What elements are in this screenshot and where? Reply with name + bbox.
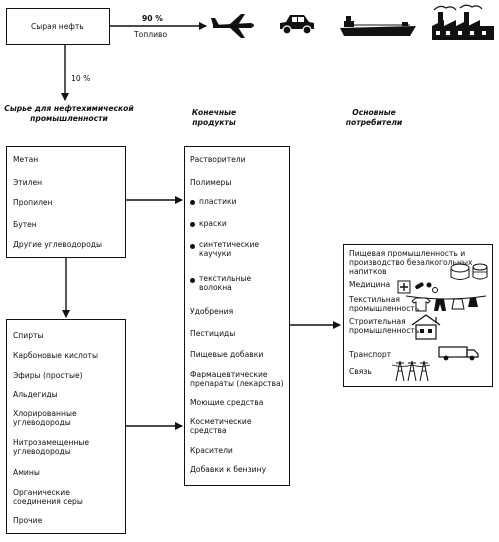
raw-item-nitro: Нитрозамещенные углеводороды xyxy=(13,438,90,456)
product-dyes: Красители xyxy=(190,446,233,455)
raw-item-ethers: Эфиры (простые) xyxy=(13,371,83,380)
product-paints: краски xyxy=(199,219,227,228)
consumer-food-industry: Пищевая промышленность и производство бе… xyxy=(349,249,473,276)
raw-item-sulfur-compounds: Органические соединения серы xyxy=(13,488,83,506)
bullet-icon xyxy=(190,199,195,205)
product-fibers: текстильные волокна xyxy=(199,274,252,292)
crude-oil-label: Сырая нефть xyxy=(31,22,84,31)
house-icon xyxy=(411,314,441,340)
fuel-percent: 90 % xyxy=(142,14,163,23)
medicine-icon xyxy=(397,280,438,294)
raw-item-amines: Амины xyxy=(13,468,40,477)
product-fertilizers: Удобрения xyxy=(190,307,234,316)
raw-item-chlorinated: Хлорированные углеводороды xyxy=(13,409,77,427)
product-food-additives: Пищевые добавки xyxy=(190,350,264,359)
communication-pylon-icon xyxy=(392,360,430,382)
product-cosmetics: Косметические средства xyxy=(190,417,252,435)
fuel-label: Топливо xyxy=(134,30,168,39)
ship-icon xyxy=(340,16,416,36)
consumer-transport: Транспорт xyxy=(349,350,392,359)
header-consumers: Основные потребители xyxy=(345,108,403,127)
feedstock-percent: 10 % xyxy=(71,74,91,83)
product-plastics-item: пластики xyxy=(190,197,237,206)
product-pesticides: Пестициды xyxy=(190,329,236,338)
end-products-box: Растворители Полимеры пластики краски си… xyxy=(184,146,290,486)
raw-item-other-hydrocarbons: Другие углеводороды xyxy=(13,240,102,249)
consumer-construction: Строительная промышленность xyxy=(349,317,420,335)
product-pharmaceuticals: Фармацевтические препараты (лекарства) xyxy=(190,370,284,388)
raw-item-ethylene: Этилен xyxy=(13,178,43,187)
consumer-textile: Текстильная промышленность xyxy=(349,295,420,313)
crude-oil-box: Сырая нефть xyxy=(6,8,110,45)
bullet-icon xyxy=(190,244,195,249)
raw-hydrocarbons-box: Метан Этилен Пропилен Бутен Другие углев… xyxy=(6,146,126,258)
raw-item-butene: Бутен xyxy=(13,220,37,229)
raw-item-propylene: Пропилен xyxy=(13,198,53,207)
raw-item-carboxylic-acids: Карбоновые кислоты xyxy=(13,351,98,360)
consumers-box: Пищевая промышленность и производство бе… xyxy=(343,244,493,387)
product-polymers: Полимеры xyxy=(190,178,232,187)
product-rubbers: синтетические каучуки xyxy=(199,240,260,258)
product-detergents: Моющие средства xyxy=(190,398,264,407)
bullet-icon xyxy=(190,278,195,283)
raw-item-aldehydes: Альдегиды xyxy=(13,390,58,399)
header-end-products: Конечные продукты xyxy=(191,108,237,127)
header-raw-materials: Сырье для нефтехимической промышленности xyxy=(4,104,134,123)
bullet-icon xyxy=(190,221,195,227)
factory-icon xyxy=(432,4,494,40)
clothes-icon xyxy=(406,295,487,312)
product-solvents: Растворители xyxy=(190,155,246,164)
raw-derivatives-box: Спирты Карбоновые кислоты Эфиры (простые… xyxy=(6,319,126,534)
consumer-medicine: Медицина xyxy=(349,280,391,289)
truck-icon xyxy=(438,346,479,361)
consumer-communication: Связь xyxy=(349,367,372,376)
airplane-icon xyxy=(211,14,254,38)
raw-item-methane: Метан xyxy=(13,155,39,164)
product-paints-item: краски xyxy=(190,219,227,228)
car-icon xyxy=(280,15,314,35)
product-gasoline-additives: Добавки к бензину xyxy=(190,465,267,474)
raw-item-other: Прочие xyxy=(13,516,43,525)
food-icon xyxy=(450,263,488,280)
raw-item-alcohols: Спирты xyxy=(13,331,44,340)
product-plastics: пластики xyxy=(199,197,237,206)
